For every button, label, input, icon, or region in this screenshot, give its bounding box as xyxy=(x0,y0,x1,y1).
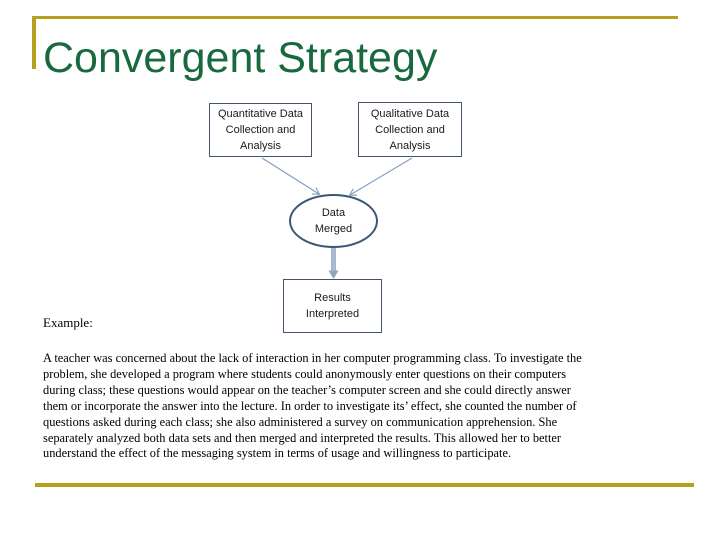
top-gold-rule xyxy=(32,16,678,19)
results-interpreted-box: Results Interpreted xyxy=(283,279,382,333)
page-title: Convergent Strategy xyxy=(43,34,438,82)
qualitative-data-box: Qualitative Data Collection and Analysis xyxy=(358,102,462,157)
arrow-merged-to-results xyxy=(328,248,339,279)
bottom-gold-rule xyxy=(35,483,694,487)
quantitative-data-box: Quantitative Data Collection and Analysi… xyxy=(209,103,312,157)
example-paragraph: A teacher was concerned about the lack o… xyxy=(43,351,582,461)
arrow-qualitative-to-merged xyxy=(348,157,413,196)
example-label: Example: xyxy=(43,315,93,330)
arrow-quantitative-to-merged xyxy=(261,157,321,195)
data-merged-ellipse: Data Merged xyxy=(289,194,378,248)
left-gold-rule xyxy=(32,16,36,69)
